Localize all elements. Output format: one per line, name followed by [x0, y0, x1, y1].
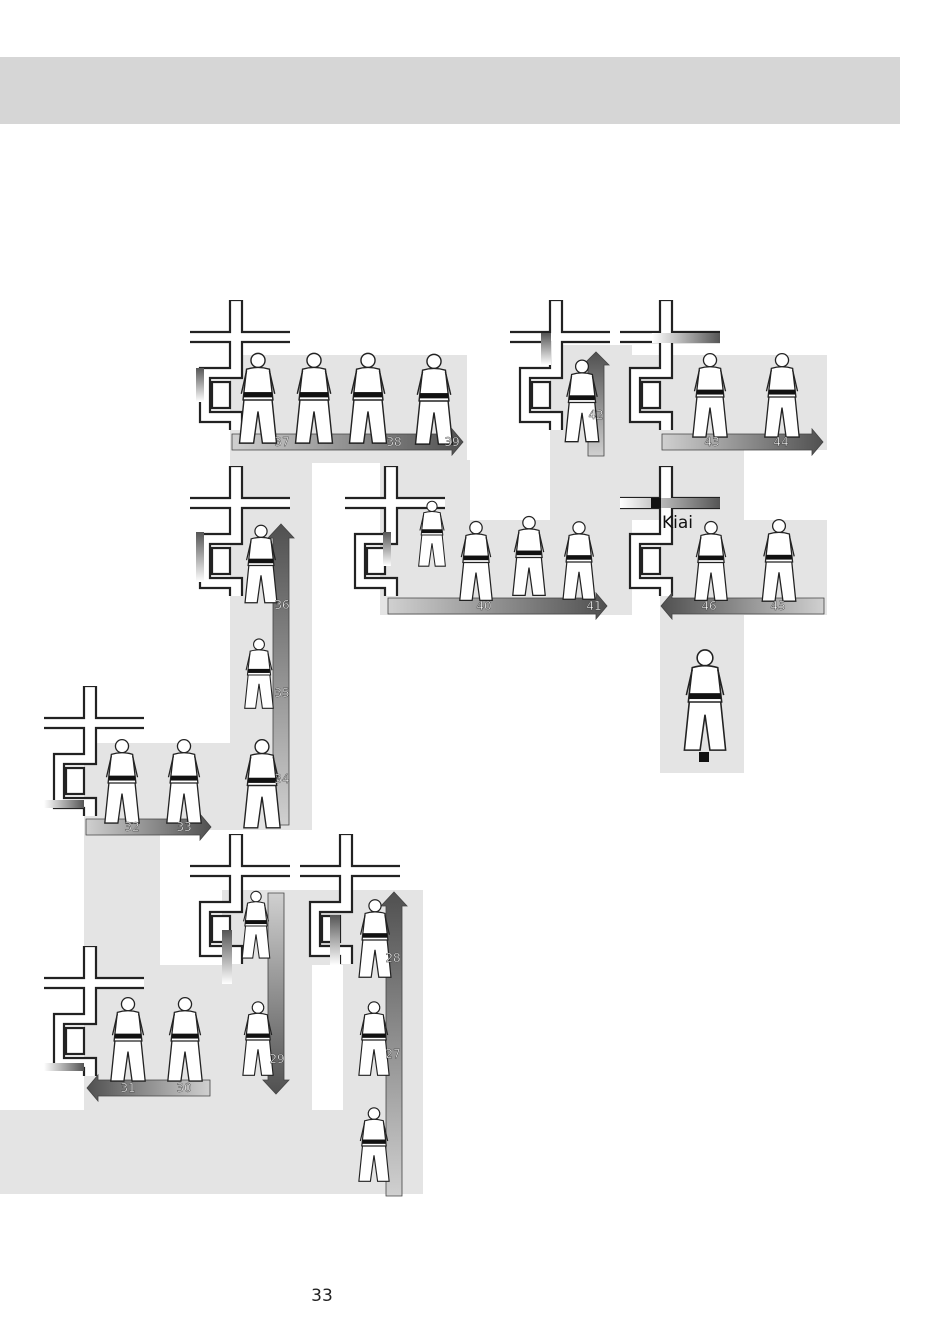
step-number-label: 41: [586, 599, 601, 613]
step-number-label: 44: [773, 435, 788, 449]
end-position-marker: [699, 752, 709, 762]
step-number-label: 27: [385, 1047, 400, 1061]
page-number: 33: [311, 1286, 333, 1306]
kiai-label: Kiai: [662, 513, 693, 533]
step-labels: 27 28 29 30 31 32 33 34 35 36 37 38 39 40 41 42 43 44 45 46: [120, 408, 789, 1095]
step-number-label: 29: [269, 1052, 284, 1066]
step-number-label: 34: [274, 772, 289, 786]
step-number-label: 28: [385, 951, 400, 965]
step-number-label: 38: [386, 435, 401, 449]
step-number-label: 33: [176, 820, 191, 834]
step-number-label: 32: [124, 820, 139, 834]
step-number-label: 36: [274, 598, 289, 612]
direction-indicators: [44, 333, 720, 1071]
step-number-label: 39: [444, 435, 459, 449]
step-number-label: 37: [274, 435, 289, 449]
header-banner: [0, 57, 900, 124]
arrow-40-41: [387, 591, 608, 621]
step-number-label: 43: [704, 435, 719, 449]
step-number-label: 30: [176, 1081, 191, 1095]
step-number-label: 31: [120, 1081, 135, 1095]
step-number-label: 35: [274, 686, 289, 700]
step-number-label: 46: [701, 599, 716, 613]
step-number-label: 45: [770, 599, 785, 613]
step-number-label: 40: [476, 599, 491, 613]
step-number-label: 42: [588, 408, 603, 422]
